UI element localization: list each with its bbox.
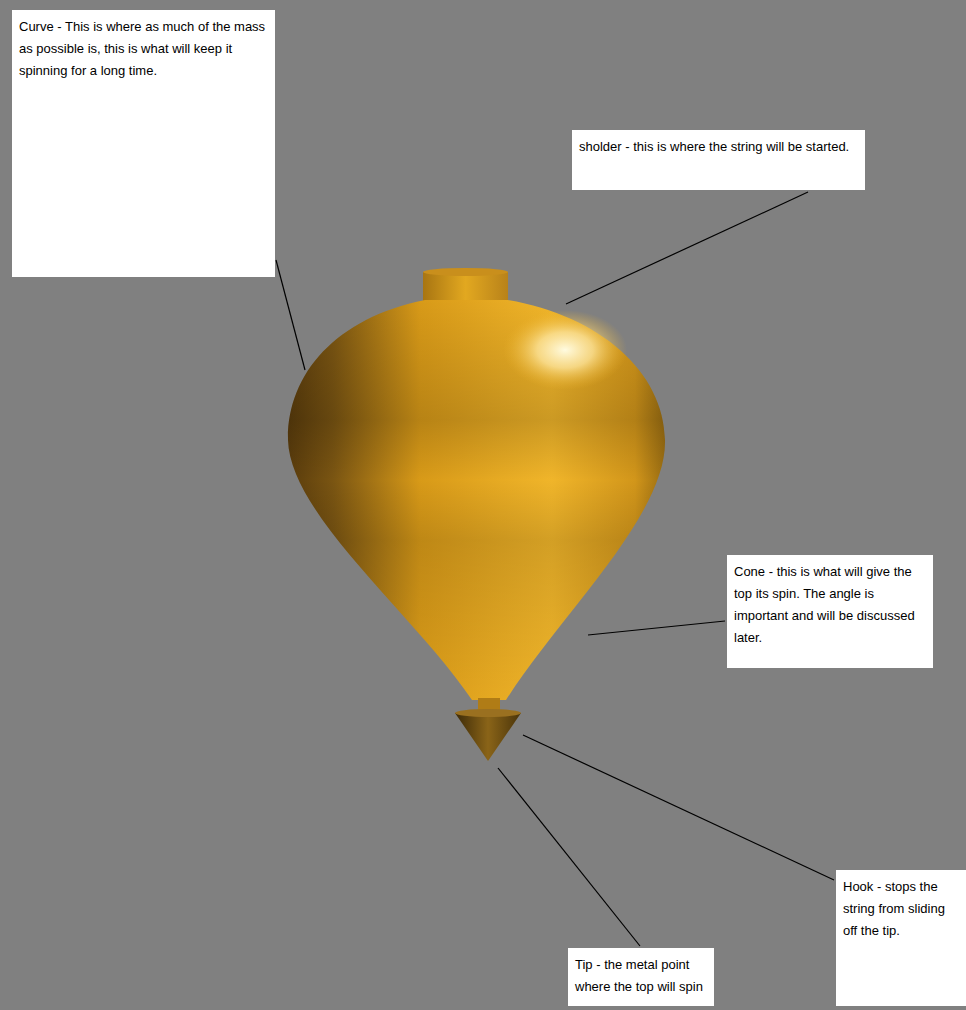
callout-text: Cone - this is what will give the top it… (734, 561, 926, 649)
callout-text: sholder - this is where the string will … (579, 136, 858, 158)
tip-cone (455, 713, 521, 761)
callout-text: Curve - This is where as much of the mas… (19, 16, 268, 82)
callout-box: Curve - This is where as much of the mas… (12, 10, 275, 277)
leader-line (588, 621, 725, 635)
callout-box: Tip - the metal point where the top will… (568, 948, 714, 1006)
hook-rim (455, 709, 521, 717)
callout-box: Cone - this is what will give the top it… (727, 555, 933, 668)
top-body (288, 300, 665, 700)
callout-box: sholder - this is where the string will … (572, 130, 865, 190)
callout-text: Hook - stops the string from sliding off… (843, 876, 959, 942)
leader-line (566, 192, 808, 304)
top-highlight (503, 310, 627, 390)
callout-box: Hook - stops the string from sliding off… (836, 870, 966, 1006)
leader-line (498, 768, 640, 946)
neck-top (423, 268, 508, 276)
callout-text: Tip - the metal point where the top will… (575, 954, 707, 998)
top-body-shade (288, 300, 665, 700)
leader-line (276, 260, 305, 370)
